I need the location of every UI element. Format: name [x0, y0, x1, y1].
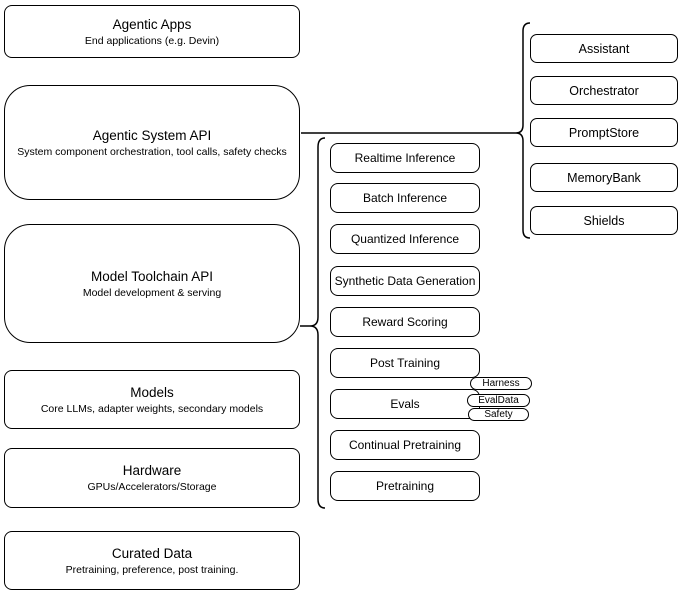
- node-title: Models: [130, 384, 174, 400]
- brace-components: [515, 22, 531, 239]
- service-box-quantized-inference[interactable]: Quantized Inference: [330, 224, 480, 254]
- node-subtitle: Pretraining, preference, post training.: [65, 563, 239, 576]
- node-hardware[interactable]: Hardware GPUs/Accelerators/Storage: [4, 448, 300, 508]
- service-label: Pretraining: [375, 479, 435, 493]
- service-box-batch-inference[interactable]: Batch Inference: [330, 183, 480, 213]
- node-agentic-system-api[interactable]: Agentic System API System component orch…: [4, 85, 300, 200]
- service-box-synthetic-data-generation[interactable]: Synthetic Data Generation: [330, 266, 480, 296]
- node-title: Curated Data: [111, 545, 193, 561]
- component-box-shields[interactable]: Shields: [530, 206, 678, 235]
- component-box-orchestrator[interactable]: Orchestrator: [530, 76, 678, 105]
- service-box-pretraining[interactable]: Pretraining: [330, 471, 480, 501]
- node-subtitle: Model development & serving: [82, 286, 222, 299]
- node-subtitle: Core LLMs, adapter weights, secondary mo…: [40, 402, 264, 415]
- service-label: Batch Inference: [362, 191, 448, 205]
- component-label: Assistant: [578, 41, 630, 56]
- service-box-continual-pretraining[interactable]: Continual Pretraining: [330, 430, 480, 460]
- node-subtitle: GPUs/Accelerators/Storage: [87, 481, 217, 493]
- node-model-toolchain-api[interactable]: Model Toolchain API Model development & …: [4, 224, 300, 343]
- eval-tag-harness[interactable]: Harness: [470, 377, 532, 390]
- service-box-evals[interactable]: Evals: [330, 389, 480, 419]
- eval-tag-label: Safety: [484, 408, 513, 420]
- service-label: Quantized Inference: [350, 232, 460, 246]
- component-box-assistant[interactable]: Assistant: [530, 34, 678, 63]
- component-box-promptstore[interactable]: PromptStore: [530, 118, 678, 147]
- node-agentic-apps[interactable]: Agentic Apps End applications (e.g. Devi…: [4, 5, 300, 58]
- service-label: Realtime Inference: [354, 151, 456, 165]
- service-label: Evals: [390, 397, 420, 411]
- component-label: PromptStore: [568, 125, 640, 140]
- service-label: Continual Pretraining: [348, 438, 462, 452]
- eval-tag-safety[interactable]: Safety: [468, 408, 529, 421]
- component-box-memorybank[interactable]: MemoryBank: [530, 163, 678, 192]
- node-title: Agentic Apps: [112, 16, 192, 32]
- brace-services: [309, 137, 326, 509]
- node-title: Hardware: [122, 463, 182, 478]
- eval-tag-label: Harness: [482, 377, 520, 389]
- service-box-reward-scoring[interactable]: Reward Scoring: [330, 307, 480, 337]
- service-label: Synthetic Data Generation: [334, 274, 476, 288]
- node-subtitle: End applications (e.g. Devin): [84, 34, 220, 47]
- service-label: Post Training: [369, 356, 441, 370]
- service-box-post-training[interactable]: Post Training: [330, 348, 480, 378]
- component-label: Shields: [583, 213, 625, 228]
- service-box-realtime-inference[interactable]: Realtime Inference: [330, 143, 480, 173]
- eval-tag-evaldata[interactable]: EvalData: [467, 394, 530, 407]
- service-label: Reward Scoring: [362, 315, 448, 329]
- component-label: MemoryBank: [567, 170, 641, 185]
- node-subtitle: System component orchestration, tool cal…: [17, 145, 287, 158]
- node-title: Agentic System API: [92, 127, 212, 143]
- node-curated-data[interactable]: Curated Data Pretraining, preference, po…: [4, 531, 300, 590]
- eval-tag-label: EvalData: [478, 394, 519, 406]
- node-models[interactable]: Models Core LLMs, adapter weights, secon…: [4, 370, 300, 429]
- component-label: Orchestrator: [569, 83, 639, 98]
- node-title: Model Toolchain API: [90, 268, 214, 284]
